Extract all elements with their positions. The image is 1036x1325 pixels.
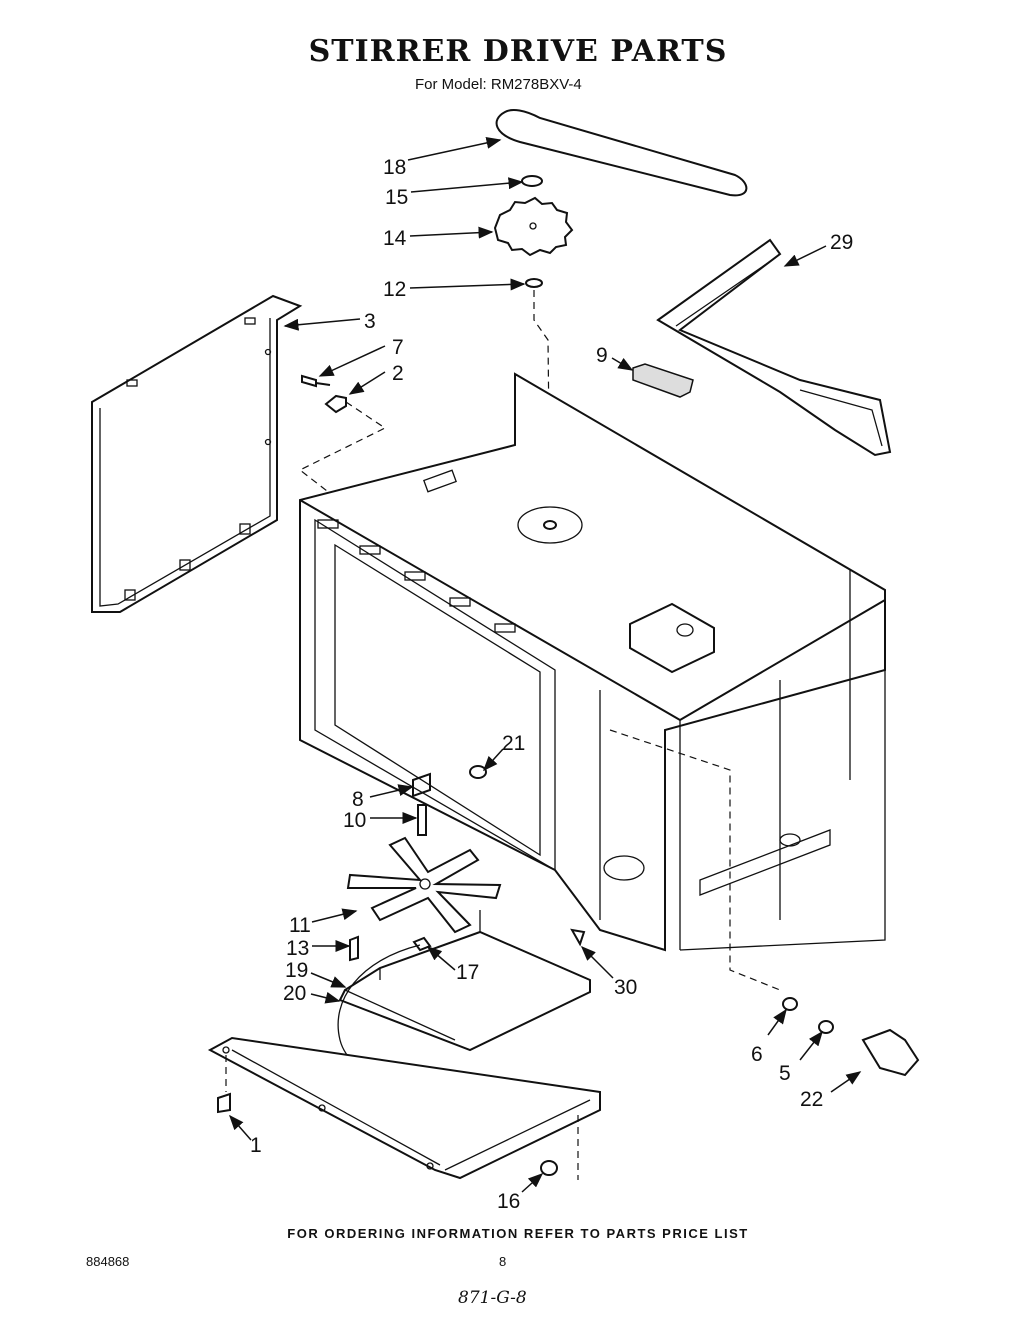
callout-18: 18 [383, 156, 406, 179]
microwave-cavity-part [299, 372, 886, 952]
switch-part [861, 1028, 920, 1077]
callout-6: 6 [751, 1043, 763, 1066]
callout-3: 3 [364, 310, 376, 333]
callout-17: 17 [456, 961, 479, 984]
callout-13: 13 [286, 937, 309, 960]
drive-belt-part [495, 109, 748, 197]
callout-21: 21 [502, 732, 525, 755]
stirrer-shaft-part [417, 804, 427, 836]
washer-5-part [818, 1020, 834, 1034]
callout-11: 11 [289, 914, 311, 937]
screw-30-part [570, 928, 586, 947]
callout-14: 14 [383, 227, 407, 250]
bottom-cover-part [207, 1036, 601, 1180]
handwritten-note: 871-G-8 [458, 1288, 527, 1308]
callout-29: 29 [830, 231, 853, 254]
nut-16-part [540, 1160, 558, 1176]
screw-1-part [217, 1092, 231, 1114]
page-title: STIRRER DRIVE PARTS [308, 34, 728, 69]
callout-15: 15 [385, 186, 408, 209]
stirrer-fan-part [346, 836, 502, 934]
document-number: 884868 [86, 1254, 130, 1269]
block-part [632, 363, 694, 398]
bracket-part [656, 238, 892, 457]
callout-2: 2 [392, 362, 404, 385]
screw-part [301, 374, 331, 388]
retaining-ring-part [521, 175, 543, 187]
callout-20: 20 [283, 982, 306, 1005]
page-number: 8 [499, 1254, 507, 1269]
callout-9: 9 [596, 344, 608, 367]
callout-10: 10 [343, 809, 366, 832]
nut-6-part [782, 997, 798, 1011]
callout-19: 19 [285, 959, 308, 982]
ordering-note: FOR ORDERING INFORMATION REFER TO PARTS … [287, 1226, 749, 1241]
pulley-part [493, 196, 574, 257]
callout-30: 30 [614, 976, 637, 999]
callout-7: 7 [392, 336, 404, 359]
clip-part [324, 394, 347, 414]
callout-1: 1 [250, 1134, 262, 1157]
nut-part [412, 936, 432, 952]
callout-12: 12 [383, 278, 406, 301]
duct-part [338, 930, 591, 1052]
callout-8: 8 [352, 788, 364, 811]
grommet-part [469, 765, 487, 779]
side-panel-part [91, 294, 303, 613]
callout-5: 5 [779, 1062, 791, 1085]
callout-16: 16 [497, 1190, 520, 1213]
washer-part [525, 278, 543, 288]
bolt-part [349, 935, 359, 962]
model-subtitle: For Model: RM278BXV-4 [415, 76, 582, 93]
callout-22: 22 [800, 1088, 823, 1111]
